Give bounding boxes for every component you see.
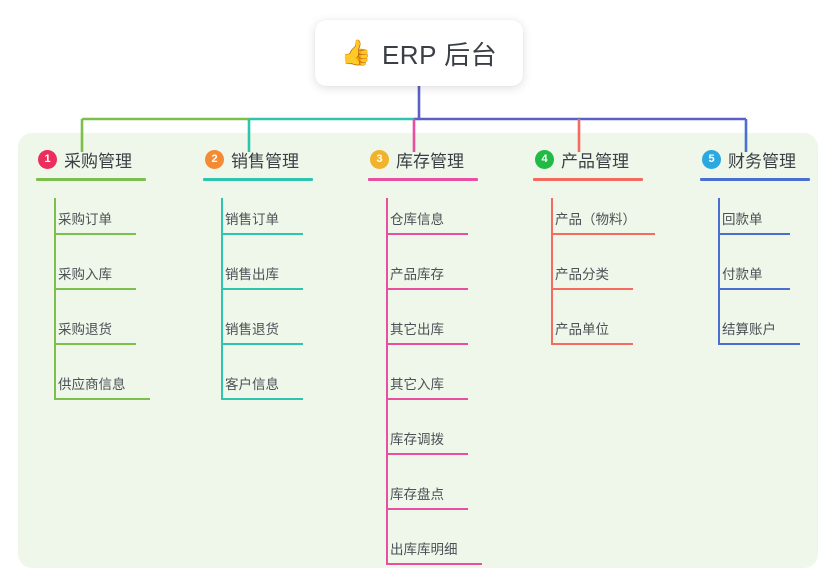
branch-spine	[551, 198, 553, 343]
leaf-label: 销售退货	[225, 322, 279, 337]
leaf-label: 采购退货	[58, 322, 112, 337]
leaf-label: 回款单	[722, 212, 763, 227]
branch-underline	[533, 178, 643, 181]
branch-column-5: 5 财务管理回款单付款单结算账户	[700, 146, 810, 345]
leaf-label: 客户信息	[225, 377, 279, 392]
leaf-underline	[551, 288, 633, 290]
branch-header-2[interactable]: 2 销售管理	[203, 146, 313, 172]
branch-number-badge: 2	[205, 149, 224, 169]
leaf-underline	[54, 233, 136, 235]
leaf-label: 采购订单	[58, 212, 112, 227]
leaf-underline	[221, 233, 303, 235]
leaf-underline	[54, 398, 150, 400]
leaf-underline	[386, 508, 468, 510]
thumbs-up-icon: 👍	[340, 38, 372, 67]
branch-number-badge: 4	[535, 149, 554, 169]
leaf-underline	[386, 398, 468, 400]
root-title: ERP 后台	[381, 39, 498, 70]
leaf-underline	[386, 453, 468, 455]
root-node[interactable]: 👍 ERP 后台	[315, 20, 523, 86]
branches-panel	[18, 133, 818, 568]
leaf-underline	[551, 343, 633, 345]
branch-title: 采购管理	[64, 151, 132, 171]
branch-number-badge: 5	[702, 149, 721, 169]
leaf-label: 库存调拨	[390, 432, 444, 447]
leaf-underline	[718, 233, 790, 235]
branch-spine	[54, 198, 56, 398]
leaf-underline	[221, 398, 303, 400]
leaf-underline	[54, 343, 136, 345]
branch-underline	[700, 178, 810, 181]
branch-column-3: 3 库存管理仓库信息产品库存其它出库其它入库库存调拨库存盘点出库库明细	[368, 146, 482, 565]
leaf-label: 库存盘点	[390, 487, 444, 502]
leaf-underline	[386, 343, 468, 345]
leaf-underline	[54, 288, 136, 290]
branch-header-5[interactable]: 5 财务管理	[700, 146, 810, 172]
leaf-underline	[718, 343, 800, 345]
leaf-underline	[221, 288, 303, 290]
branch-title: 库存管理	[396, 151, 464, 171]
leaf-label: 供应商信息	[58, 377, 126, 392]
leaf-label: 产品分类	[555, 267, 609, 282]
leaf-label: 销售出库	[225, 267, 279, 282]
leaf-underline	[386, 233, 468, 235]
branch-title: 销售管理	[231, 151, 299, 171]
branch-header-4[interactable]: 4 产品管理	[533, 146, 643, 172]
branch-underline	[203, 178, 313, 181]
leaf-underline	[386, 288, 468, 290]
branch-title: 财务管理	[728, 151, 796, 171]
leaf-underline	[551, 233, 655, 235]
branch-column-2: 2 销售管理销售订单销售出库销售退货客户信息	[203, 146, 313, 400]
leaf-label: 产品单位	[555, 322, 609, 337]
branch-column-4: 4 产品管理产品（物料） 产品分类产品单位	[533, 146, 655, 345]
leaf-underline	[386, 563, 482, 565]
branch-underline	[368, 178, 478, 181]
leaf-label: 销售订单	[225, 212, 279, 227]
branch-spine	[386, 198, 388, 563]
leaf-underline	[221, 343, 303, 345]
leaf-label: 付款单	[722, 267, 763, 282]
branch-number-badge: 1	[38, 149, 57, 169]
branch-title: 产品管理	[561, 151, 629, 171]
leaf-label: 结算账户	[722, 322, 776, 337]
branch-header-3[interactable]: 3 库存管理	[368, 146, 478, 172]
leaf-label: 其它入库	[390, 377, 444, 392]
leaf-label: 产品（物料）	[555, 212, 636, 227]
branch-spine	[221, 198, 223, 398]
leaf-underline	[718, 288, 790, 290]
leaf-label: 采购入库	[58, 267, 112, 282]
leaf-label: 仓库信息	[390, 212, 444, 227]
leaf-label: 产品库存	[390, 267, 444, 282]
branch-header-1[interactable]: 1 采购管理	[36, 146, 146, 172]
leaf-label: 其它出库	[390, 322, 444, 337]
branch-underline	[36, 178, 146, 181]
leaf-label: 出库库明细	[390, 542, 458, 557]
branch-column-1: 1 采购管理采购订单采购入库采购退货供应商信息	[36, 146, 150, 400]
branch-spine	[718, 198, 720, 343]
branch-number-badge: 3	[370, 149, 389, 169]
